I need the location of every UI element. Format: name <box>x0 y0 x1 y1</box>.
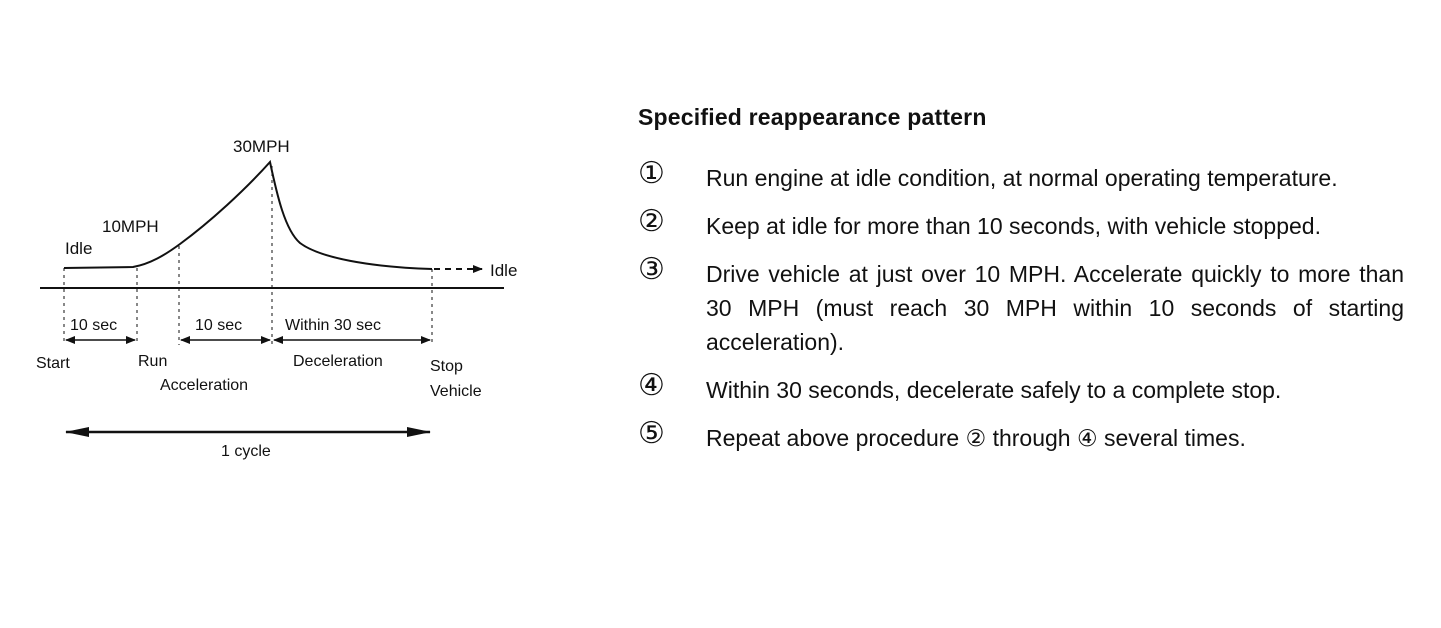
step-text: Keep at idle for more than 10 seconds, w… <box>706 213 1321 239</box>
step-number: ③ <box>638 253 665 286</box>
label-phase-deceleration: Deceleration <box>293 353 383 370</box>
label-phase-start: Start <box>36 355 70 372</box>
step-4: ④ Within 30 seconds, decelerate safely t… <box>638 369 1408 407</box>
step-number: ④ <box>638 369 665 402</box>
label-phase-vehicle: Vehicle <box>430 383 482 400</box>
label-phase-run: Run <box>138 353 167 370</box>
speed-pattern-diagram: 30MPH 10MPH Idle Idle 10 sec 10 sec With… <box>36 137 517 460</box>
procedure-steps: ① Run engine at idle condition, at norma… <box>638 157 1408 455</box>
label-interval-2: 10 sec <box>195 317 242 334</box>
phase-guides <box>63 166 433 345</box>
step-text: Drive vehicle at just over 10 MPH. Accel… <box>706 261 1404 355</box>
step-number: ② <box>638 205 665 238</box>
procedure-section: Specified reappearance pattern ① Run eng… <box>638 104 1408 469</box>
step-number: ⑤ <box>638 417 665 450</box>
label-interval-1: 10 sec <box>70 317 117 334</box>
label-idle-right: Idle <box>490 261 517 280</box>
label-idle-left: Idle <box>65 239 92 258</box>
label-speed-peak: 30MPH <box>233 137 290 156</box>
label-phase-stop: Stop <box>430 358 463 375</box>
step-5: ⑤ Repeat above procedure ② through ④ sev… <box>638 417 1408 455</box>
step-text: Within 30 seconds, decelerate safely to … <box>706 377 1282 403</box>
label-phase-acceleration: Acceleration <box>160 377 248 394</box>
step-text: Run engine at idle condition, at normal … <box>706 165 1338 191</box>
step-number: ① <box>638 157 665 190</box>
speed-curve <box>63 159 433 270</box>
step-3: ③ Drive vehicle at just over 10 MPH. Acc… <box>638 253 1408 359</box>
step-2: ② Keep at idle for more than 10 seconds,… <box>638 205 1408 243</box>
label-interval-3: Within 30 sec <box>285 317 381 334</box>
step-text: Repeat above procedure ② through ④ sever… <box>706 425 1246 451</box>
procedure-title: Specified reappearance pattern <box>638 104 987 130</box>
label-cycle: 1 cycle <box>221 443 271 460</box>
label-speed-mid: 10MPH <box>102 217 159 236</box>
step-1: ① Run engine at idle condition, at norma… <box>638 157 1408 195</box>
